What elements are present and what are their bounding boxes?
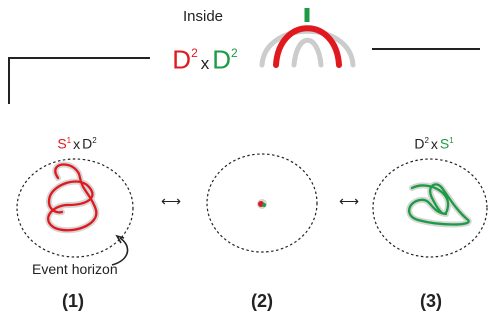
formula-times: x: [200, 53, 210, 73]
event-horizon-circle-3: [372, 158, 488, 258]
stage-1-formula-a-exp: 1: [66, 136, 72, 145]
formula-right-base: D: [212, 44, 232, 75]
arrow-2-3: ⟷: [338, 193, 360, 209]
inside-title: Inside: [182, 8, 224, 25]
formula-left-exp: 2: [191, 46, 198, 60]
stage-1-formula-times: x: [73, 135, 81, 152]
arrow-1-2: ⟷: [160, 193, 182, 209]
event-horizon-circle-1: [16, 158, 134, 258]
formula-left-base: D: [172, 44, 192, 75]
green-loop-knot: [406, 181, 472, 228]
stage-3-figure: [372, 158, 488, 258]
frame-left-line: [8, 57, 150, 104]
event-horizon-label: Event horizon: [32, 261, 118, 277]
stage-1-figure: [16, 158, 134, 266]
stage-3-formula-b-exp: 1: [449, 136, 454, 145]
stage-label-2: (2): [251, 291, 273, 311]
stage-1-formula-a: S: [57, 135, 67, 152]
event-horizon-circle-2: [206, 153, 318, 253]
stage-2-figure: [206, 153, 318, 253]
stage-3-formula-b: S: [439, 135, 450, 152]
stage-1-formula-b: D: [82, 135, 93, 152]
stage-3-formula-a-exp: 2: [424, 136, 429, 145]
stage-label-1: (1): [62, 291, 84, 311]
stage-3-formula-times: x: [430, 135, 438, 152]
stage-3-formula-a: D: [414, 135, 425, 152]
stage-1-formula-b-exp: 2: [92, 136, 97, 145]
arch-icon: [259, 8, 356, 68]
event-horizon-pointer-arrow: [111, 237, 129, 266]
formula-right-exp: 2: [231, 46, 238, 60]
red-loop-knot: [45, 161, 100, 234]
stage-label-3: (3): [420, 291, 442, 311]
